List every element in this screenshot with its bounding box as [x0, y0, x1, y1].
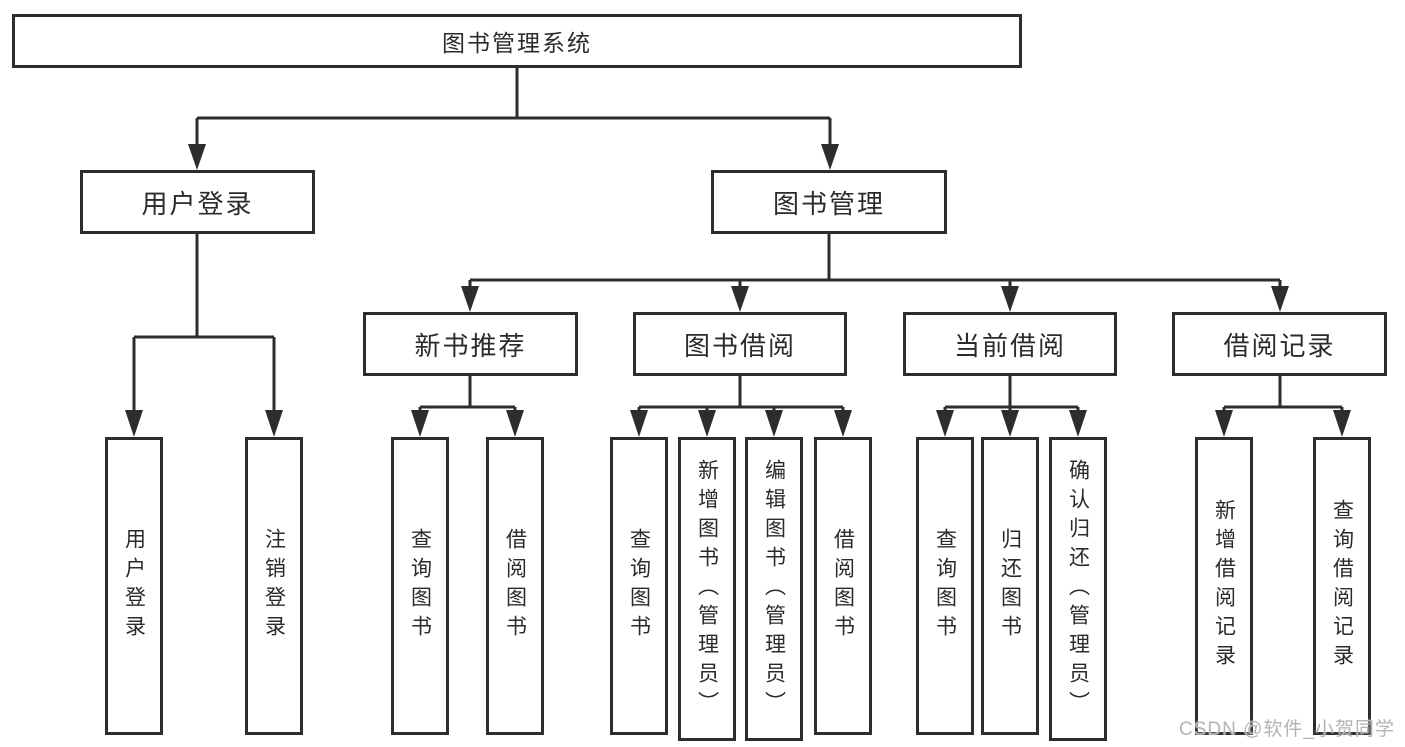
leaf-br-query-record: 查询借阅记录: [1313, 437, 1371, 735]
leaf-br-add-record: 新增借阅记录: [1195, 437, 1253, 735]
leaf-cb-return-book: 归还图书: [981, 437, 1039, 735]
node-current-borrow: 当前借阅: [903, 312, 1117, 376]
leaf-user-login: 用户登录: [105, 437, 163, 735]
node-book-management: 图书管理: [711, 170, 947, 234]
leaf-bb-query-book: 查询图书: [610, 437, 668, 735]
leaf-cb-query-book: 查询图书: [916, 437, 974, 735]
leaf-logout: 注销登录: [245, 437, 303, 735]
leaf-bb-edit-book-admin: 编辑图书（管理员）: [745, 437, 803, 741]
leaf-bb-add-book-admin: 新增图书（管理员）: [678, 437, 736, 741]
watermark-text: CSDN @软件_小贺同学: [1179, 719, 1395, 740]
leaf-bb-borrow-book: 借阅图书: [814, 437, 872, 735]
node-borrow-records: 借阅记录: [1172, 312, 1387, 376]
leaf-nbr-query-book: 查询图书: [391, 437, 449, 735]
node-user-login: 用户登录: [80, 170, 315, 234]
node-new-book-recommend: 新书推荐: [363, 312, 578, 376]
node-root: 图书管理系统: [12, 14, 1022, 68]
leaf-nbr-borrow-book: 借阅图书: [486, 437, 544, 735]
leaf-cb-confirm-return-admin: 确认归还（管理员）: [1049, 437, 1107, 741]
node-book-borrow: 图书借阅: [633, 312, 847, 376]
